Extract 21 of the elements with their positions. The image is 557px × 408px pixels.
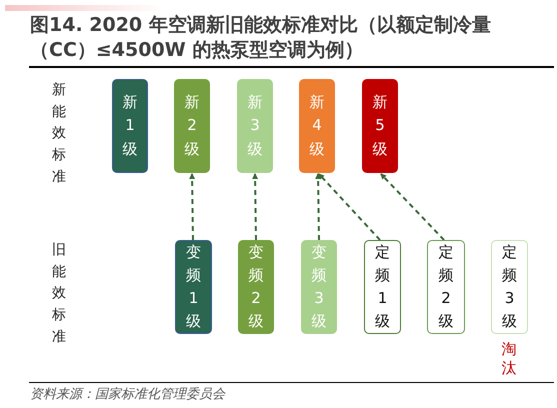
level-box: 变频2级 <box>238 240 274 334</box>
status-note: 淘汰 <box>502 340 516 378</box>
arrow <box>318 173 381 241</box>
arrow <box>380 173 445 241</box>
level-box: 变频1级 <box>175 240 212 334</box>
level-box: 新2级 <box>174 79 210 173</box>
level-box: 新4级 <box>299 79 335 173</box>
source-note: 资料来源：国家标准化管理委员会 <box>30 386 225 404</box>
row-label: 新能效标准 <box>52 81 66 187</box>
figure-title: 图14. 2020 年空调新旧能效标准对比（以额定制冷量（CC）≤4500W 的热泵型空调为例） <box>30 13 492 63</box>
level-box: 定频3级 <box>491 240 528 334</box>
arrow <box>315 173 322 240</box>
level-box: 变频3级 <box>301 240 337 334</box>
level-box: 定频2级 <box>427 240 465 334</box>
level-box: 新5级 <box>362 79 398 173</box>
level-box: 新3级 <box>237 79 273 173</box>
arrow <box>189 173 196 240</box>
arrow <box>252 173 258 240</box>
level-box: 新1级 <box>112 79 148 173</box>
level-box: 定频1级 <box>364 240 401 334</box>
row-label: 旧能效标准 <box>52 241 66 347</box>
